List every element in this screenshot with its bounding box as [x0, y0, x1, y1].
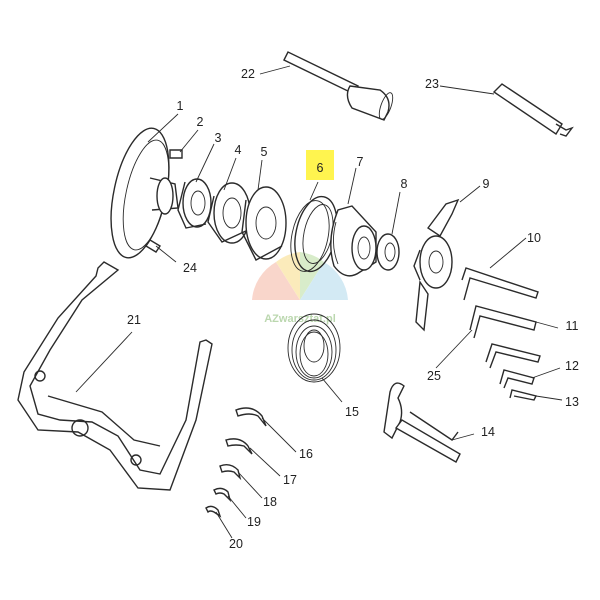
clip-16 — [235, 407, 267, 427]
hex-key-25 — [469, 305, 537, 339]
label-16: 16 — [299, 447, 313, 461]
label-7: 7 — [357, 155, 364, 169]
part-22-punch — [283, 51, 394, 121]
part-number-labels: 1 2 3 4 5 6 7 8 9 10 11 12 13 14 15 16 1… — [127, 67, 579, 551]
part-15-spring — [287, 313, 341, 383]
label-24: 24 — [183, 261, 197, 275]
label-15: 15 — [345, 405, 359, 419]
leader-lines — [75, 65, 563, 539]
label-9: 9 — [483, 177, 490, 191]
hex-key-12 — [499, 369, 535, 389]
part-9-wingnut — [413, 198, 460, 332]
label-23: 23 — [425, 77, 439, 91]
watermark-logo: AZwarsztat.pl — [252, 252, 348, 325]
part-7-housing — [330, 205, 377, 277]
label-2: 2 — [197, 115, 204, 129]
label-17: 17 — [283, 473, 297, 487]
label-18: 18 — [263, 495, 277, 509]
label-19: 19 — [247, 515, 261, 529]
clip-17 — [225, 438, 253, 455]
label-8: 8 — [401, 177, 408, 191]
part-5-cone — [241, 186, 287, 261]
label-22: 22 — [241, 67, 255, 81]
label-21: 21 — [127, 313, 141, 327]
label-14: 14 — [481, 425, 495, 439]
label-1: 1 — [177, 99, 184, 113]
label-12: 12 — [565, 359, 579, 373]
label-10: 10 — [527, 231, 541, 245]
part-2-bolt — [169, 149, 183, 159]
label-11: 11 — [566, 319, 579, 333]
label-25: 25 — [427, 369, 441, 383]
part-14-clamp — [383, 382, 461, 463]
part-8-bushing — [376, 233, 400, 271]
label-5: 5 — [261, 145, 268, 159]
part-23-rod — [492, 83, 574, 137]
part-3-cone — [177, 178, 212, 229]
part-24-screw — [145, 239, 161, 253]
highlight-part-6 — [306, 150, 334, 180]
label-20: 20 — [229, 537, 243, 551]
clip-18 — [219, 463, 242, 481]
clip-19 — [213, 487, 232, 503]
label-13: 13 — [565, 395, 579, 409]
label-4: 4 — [235, 143, 242, 157]
hex-key-10 — [461, 267, 539, 301]
hex-key-13 — [509, 389, 538, 401]
label-6: 6 — [317, 161, 324, 175]
part-21-frame — [17, 261, 213, 491]
hex-key-11 — [485, 343, 541, 369]
part-1-dish — [110, 127, 179, 259]
label-3: 3 — [215, 131, 222, 145]
